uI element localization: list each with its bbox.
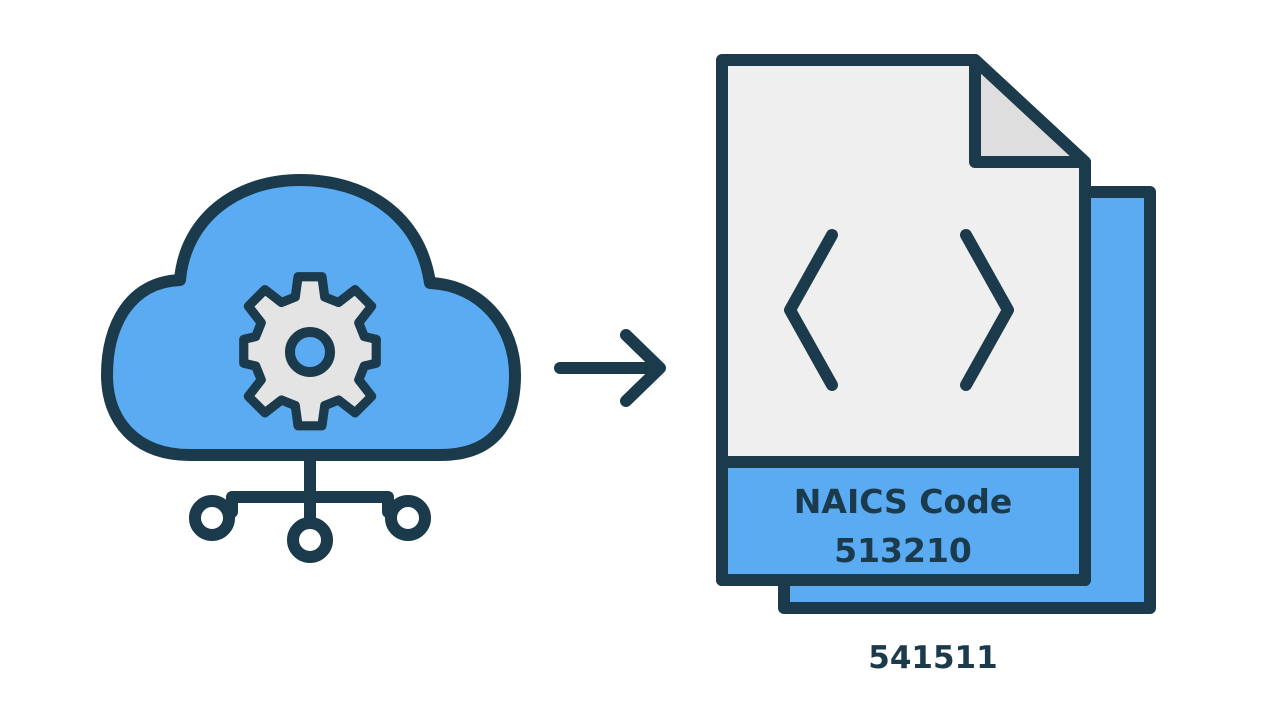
network-node-center — [287, 517, 333, 563]
label-band — [716, 456, 1091, 586]
network-node-right — [385, 495, 431, 541]
network-node-left — [189, 495, 235, 541]
right-angle-bracket — [960, 229, 1014, 391]
naics-code-secondary: 541511 — [868, 640, 997, 676]
gear-hub — [285, 327, 335, 377]
angle-brackets-icon — [784, 229, 1014, 391]
cloud-settings-icon — [101, 174, 521, 563]
page-fold — [969, 54, 1091, 168]
left-angle-bracket — [784, 229, 838, 391]
gear-icon — [239, 272, 381, 431]
naics-code-primary: 513210 — [834, 531, 972, 570]
code-document-icon: NAICS Code 513210 — [716, 54, 1156, 614]
naics-label: NAICS Code — [794, 482, 1012, 521]
arrow-right-icon — [554, 329, 666, 407]
network-nodes-icon — [189, 439, 431, 563]
